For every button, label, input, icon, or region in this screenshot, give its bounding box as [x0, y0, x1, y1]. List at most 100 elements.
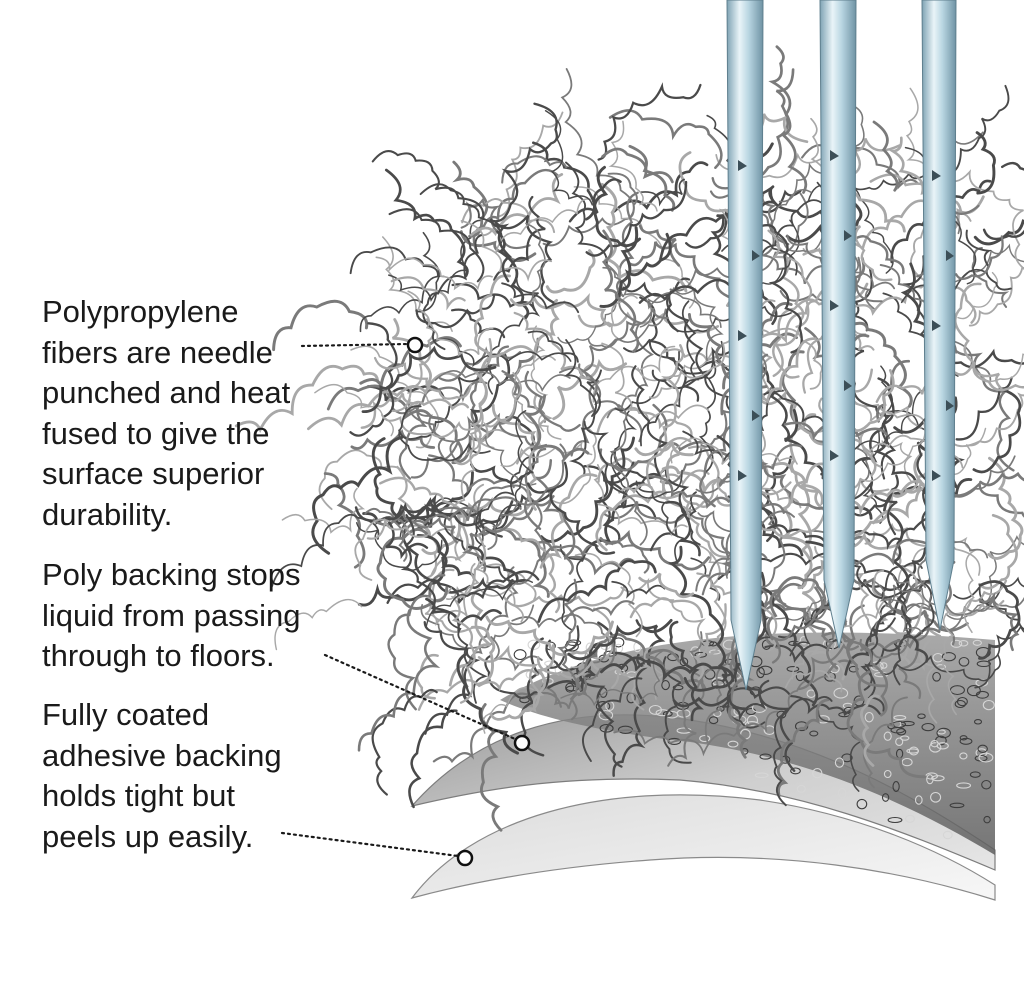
fiber-strand	[501, 155, 568, 184]
fiber-loop	[880, 662, 888, 669]
fiber-strand	[850, 428, 870, 483]
leader-line-poly-backing	[323, 653, 517, 741]
callout-line: liquid from passing	[42, 597, 301, 633]
fiber-strand	[640, 178, 686, 207]
fiber-strand	[473, 274, 511, 358]
fiber-strand	[436, 496, 522, 521]
fiber-strand	[605, 540, 650, 574]
fiber-strand	[601, 229, 640, 354]
fiber-strand	[943, 169, 1024, 270]
fiber-strand	[560, 68, 635, 218]
fiber-strand	[777, 490, 813, 561]
fiber-strand	[384, 502, 436, 560]
callout-marker-icon	[456, 849, 474, 867]
fiber-strand	[542, 543, 599, 561]
fiber-strand	[408, 709, 458, 809]
fiber-loop	[914, 795, 923, 805]
fiber-strand	[954, 282, 1024, 392]
fiber-loop	[834, 757, 845, 768]
fiber-strand	[484, 625, 580, 700]
fiber-strand	[982, 161, 1024, 241]
fiber-strand	[565, 161, 608, 267]
fiber-strand	[884, 580, 926, 635]
fiber-strand	[491, 403, 544, 511]
fiber-strand	[608, 120, 658, 212]
needle-icon	[819, 0, 857, 649]
fiber-strand	[390, 276, 466, 311]
fiber-strand	[450, 308, 506, 339]
fiber-strand	[423, 620, 481, 735]
fiber-strand	[366, 520, 428, 540]
fiber-loop	[790, 767, 801, 775]
fiber-strand	[398, 380, 488, 480]
fiber-loop	[899, 735, 910, 741]
fiber-loop	[954, 699, 966, 709]
fiber-strand	[859, 634, 910, 659]
fiber-strand	[475, 111, 564, 237]
fiber-strand	[943, 480, 1024, 518]
callout-line: fibers are needle	[42, 334, 273, 370]
fiber-strand	[892, 583, 913, 686]
fiber-strand	[854, 280, 977, 324]
fiber-strand	[615, 191, 639, 298]
fiber-strand	[776, 698, 830, 798]
fiber-strand	[450, 533, 487, 704]
fiber-loop	[864, 711, 874, 723]
fiber-strand	[593, 165, 642, 248]
fiber-loop	[956, 782, 972, 789]
fiber-strand	[957, 271, 999, 320]
fiber-loop	[758, 665, 773, 675]
fiber-strand	[941, 612, 957, 716]
fiber-strand	[375, 256, 493, 291]
callout-line: Poly backing stops	[42, 557, 301, 592]
fiber-loop	[565, 682, 575, 693]
fiber-strand	[975, 131, 996, 195]
fiber-strand	[606, 292, 654, 419]
fiber-loop	[694, 651, 707, 658]
fiber-loop	[958, 656, 970, 667]
fiber-strand	[569, 369, 602, 476]
fiber-strand	[771, 586, 824, 664]
fiber-loop	[901, 757, 913, 767]
fiber-strand	[968, 266, 1024, 327]
fiber-loop	[883, 731, 892, 741]
fiber-strand	[461, 566, 519, 688]
fiber-strand	[272, 299, 369, 352]
fiber-strand	[560, 650, 663, 707]
fiber-strand	[773, 696, 833, 807]
fiber-strand	[597, 82, 702, 161]
fiber-loop	[931, 775, 945, 782]
fiber-strand	[864, 522, 931, 548]
fiber-strand	[760, 224, 803, 354]
fiber-strand	[651, 344, 685, 459]
fiber-strand	[556, 578, 578, 721]
fiber-strand	[371, 149, 485, 221]
fiber-strand	[648, 474, 786, 514]
fiber-strand	[509, 292, 612, 328]
fiber-strand	[631, 365, 670, 489]
fiber-strand	[563, 600, 635, 623]
callout-line: peels up easily.	[42, 818, 254, 854]
fiber-strand	[635, 480, 688, 564]
fiber-loop	[958, 640, 969, 647]
fiber-strand	[545, 639, 623, 768]
fiber-loop	[896, 728, 907, 736]
fiber-strand	[493, 195, 546, 281]
fiber-loop	[833, 687, 849, 699]
fiber-strand	[460, 220, 553, 282]
fiber-strand	[898, 611, 930, 700]
fiber-strand	[490, 636, 543, 672]
leader-line-fibers	[300, 342, 410, 348]
fiber-loop	[672, 684, 684, 691]
fiber-loop	[883, 769, 892, 779]
fiber-strand	[398, 405, 491, 462]
fiber-strand	[669, 620, 704, 722]
fiber-strand	[784, 670, 843, 693]
fiber-strand	[494, 214, 555, 304]
fiber-strand	[635, 655, 707, 691]
fiber-strand	[600, 656, 735, 682]
fiber-strand	[314, 383, 394, 437]
fiber-loop	[966, 685, 981, 697]
fiber-strand	[874, 581, 942, 615]
fiber-strand	[511, 613, 610, 664]
